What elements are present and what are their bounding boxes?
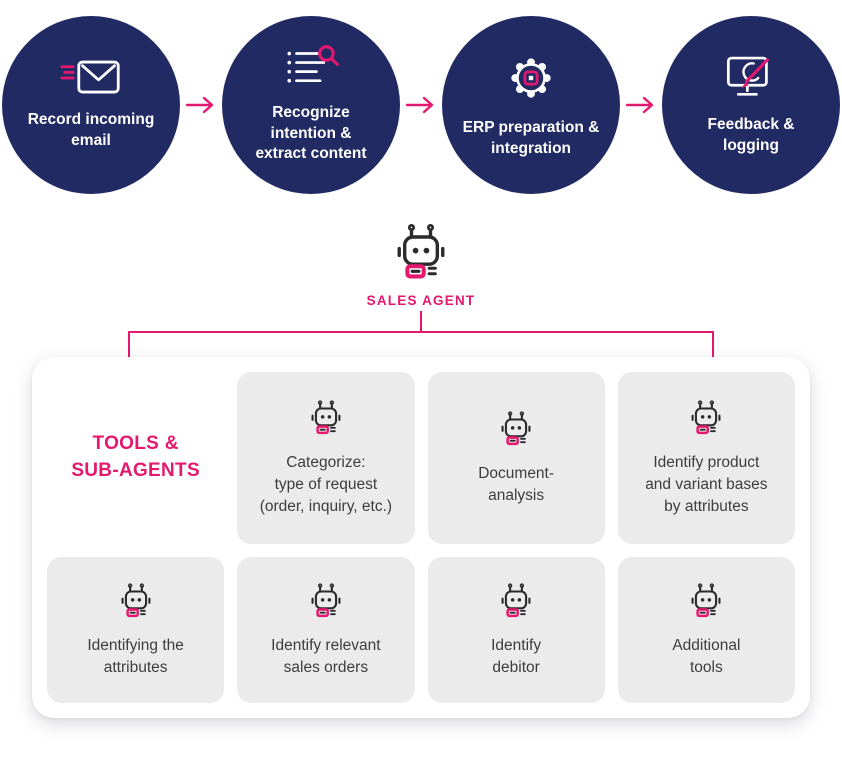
step-record-incoming-email: Record incoming email (2, 16, 180, 194)
tool-cell-document-analysis: Document- analysis (427, 372, 605, 544)
step-recognize-intention: Recognize intention & extract content (222, 16, 400, 194)
sales-agent-label: SALES AGENT (366, 293, 476, 308)
tool-cell-label: Identify relevant sales orders (271, 637, 381, 676)
step-feedback-logging: Feedback & logging (662, 16, 840, 194)
robot-icon (495, 581, 537, 623)
feedback-logging-icon (722, 53, 780, 103)
tool-cell-identifying-attributes: Identifying the attributes (47, 557, 225, 703)
pipeline: Record incoming email (0, 0, 842, 194)
step-label: Record incoming email (27, 111, 155, 149)
tool-cell-identify-debitor: Identify debitor (427, 557, 605, 703)
step-label: Recognize intention & extract content (255, 103, 367, 163)
tool-cell-label: Identifying the attributes (87, 637, 184, 676)
robot-icon (305, 581, 347, 623)
tools-grid: TOOLS & SUB-AGENTS Categorize: type of r… (47, 372, 795, 703)
incoming-email-icon (60, 58, 122, 98)
tool-cell-label: Identify product and variant bases by at… (645, 454, 768, 515)
robot-icon (685, 581, 727, 623)
tool-cell-categorize: Categorize: type of request (order, inqu… (237, 372, 415, 544)
connector-bracket (128, 331, 714, 357)
tools-panel-title: TOOLS & SUB-AGENTS (71, 433, 200, 481)
robot-icon (305, 398, 347, 440)
recognize-intention-icon (282, 44, 340, 91)
step-label: Feedback & logging (707, 116, 795, 154)
step-erp-preparation-integration: ERP preparation & integration (442, 16, 620, 194)
erp-integration-icon (503, 50, 559, 106)
robot-icon (387, 220, 455, 288)
arrow-right-icon (626, 95, 656, 115)
arrow-right-icon (186, 95, 216, 115)
sales-agent-block: SALES AGENT (0, 220, 842, 308)
tools-panel: TOOLS & SUB-AGENTS Categorize: type of r… (32, 357, 810, 718)
robot-icon (685, 398, 727, 440)
tool-cell-label: Identify debitor (491, 637, 542, 676)
tool-cell-label: Document- analysis (478, 465, 555, 504)
tool-cell-label: Additional tools (672, 637, 741, 676)
tool-cell-label: Categorize: type of request (order, inqu… (259, 454, 393, 515)
robot-icon (495, 409, 537, 451)
arrow-right-icon (406, 95, 436, 115)
tool-cell-additional-tools: Additional tools (617, 557, 795, 703)
step-label: ERP preparation & integration (462, 119, 600, 157)
robot-icon (115, 581, 157, 623)
tool-cell-identify-product-variants: Identify product and variant bases by at… (617, 372, 795, 544)
tool-cell-identify-sales-orders: Identify relevant sales orders (237, 557, 415, 703)
connector-stem (420, 311, 422, 331)
